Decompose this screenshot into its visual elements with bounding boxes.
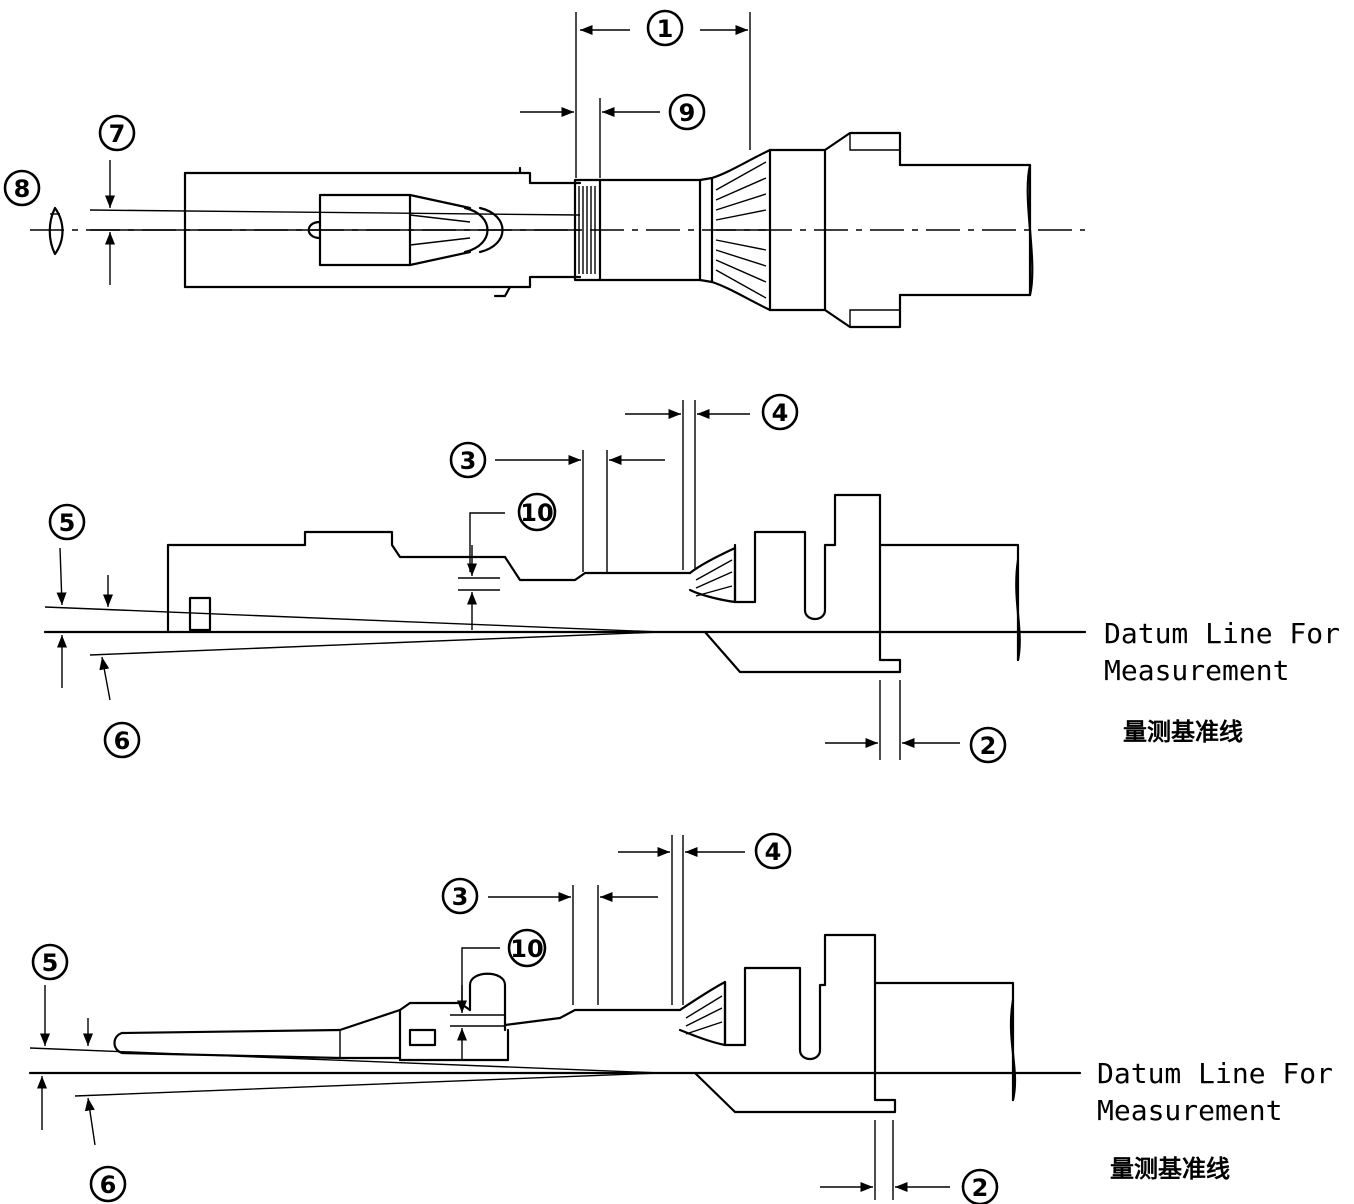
svg-text:10: 10 xyxy=(510,935,543,963)
callout-7: 7 xyxy=(98,114,136,152)
callout-3: 3 xyxy=(449,441,487,479)
svg-text:7: 7 xyxy=(109,120,126,148)
datum-line-label: Datum Line For xyxy=(1104,617,1340,650)
datum-label-2: Datum Line For Measurement 量测基准线 xyxy=(1097,1057,1333,1183)
svg-text:5: 5 xyxy=(59,509,76,537)
svg-text:4: 4 xyxy=(765,838,782,866)
top-view xyxy=(30,12,1085,329)
callout-4: 4 xyxy=(761,393,799,431)
datum-chinese-label: 量测基准线 xyxy=(1123,718,1243,746)
datum-label-1: Datum Line For Measurement 量测基准线 xyxy=(1104,617,1340,746)
svg-text:9: 9 xyxy=(679,99,696,127)
bottom-side-view xyxy=(28,835,1082,1200)
svg-text:6: 6 xyxy=(114,727,131,755)
svg-text:6: 6 xyxy=(100,1171,117,1199)
callout-10: 10 xyxy=(517,492,557,532)
callout-5b: 5 xyxy=(31,943,69,981)
callout-10b: 10 xyxy=(507,928,547,968)
callout-6b: 6 xyxy=(89,1165,127,1203)
svg-text:4: 4 xyxy=(772,399,789,427)
svg-text:5: 5 xyxy=(42,949,59,977)
callout-5: 5 xyxy=(48,503,86,541)
middle-side-view xyxy=(43,400,1087,760)
svg-text:3: 3 xyxy=(460,447,477,475)
svg-text:10: 10 xyxy=(520,499,553,527)
svg-text:3: 3 xyxy=(452,883,469,911)
callout-1: 1 xyxy=(646,9,684,47)
callout-2: 2 xyxy=(969,726,1007,764)
callout-3b: 3 xyxy=(441,877,479,915)
callout-2b: 2 xyxy=(961,1168,999,1204)
svg-text:8: 8 xyxy=(14,175,31,203)
datum-line-label-2: Datum Line For xyxy=(1097,1057,1333,1090)
svg-text:1: 1 xyxy=(657,15,674,43)
svg-text:2: 2 xyxy=(972,1174,989,1202)
datum-measurement-label-2: Measurement xyxy=(1097,1094,1282,1127)
datum-chinese-label-2: 量测基准线 xyxy=(1110,1155,1230,1183)
callout-6: 6 xyxy=(103,721,141,759)
callout-9: 9 xyxy=(668,93,706,131)
svg-text:2: 2 xyxy=(980,732,997,760)
datum-measurement-label: Measurement xyxy=(1104,654,1289,687)
callout-8: 8 xyxy=(3,169,41,207)
callout-4b: 4 xyxy=(754,832,792,870)
